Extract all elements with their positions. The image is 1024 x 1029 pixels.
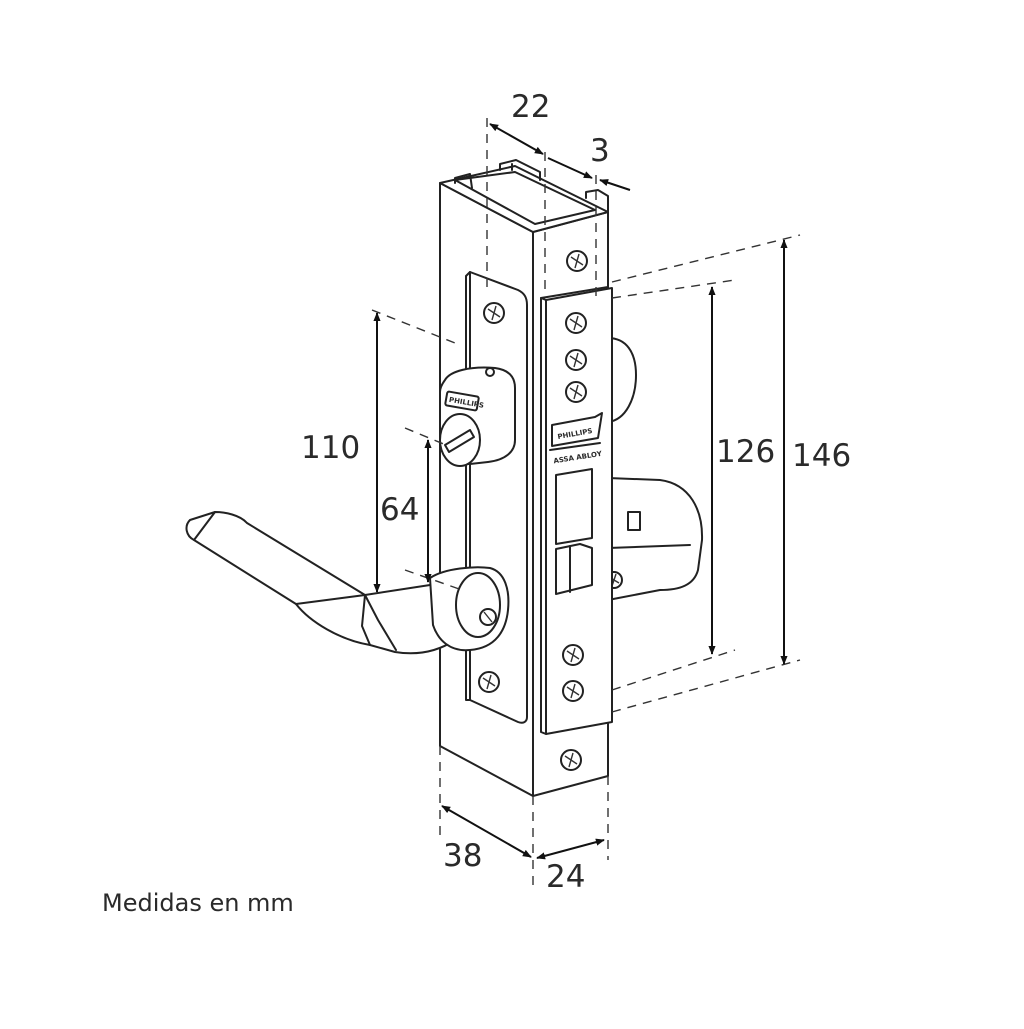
screw-icon xyxy=(566,250,588,272)
front-lever-handle xyxy=(185,511,510,655)
dimension-label-64: 64 xyxy=(380,492,419,528)
dimension-lines xyxy=(371,118,801,892)
screw-icon xyxy=(560,749,582,771)
dimension-label-146: 146 xyxy=(792,438,851,474)
screw-icon xyxy=(562,680,584,702)
dimension-label-3: 3 xyxy=(590,133,610,169)
dimension-label-110: 110 xyxy=(301,430,360,466)
screw-icon xyxy=(562,644,584,666)
dimension-label-24: 24 xyxy=(546,859,585,895)
units-caption: Medidas en mm xyxy=(102,889,294,917)
screw-icon xyxy=(483,302,505,324)
lock-cylinder: PHILLIPS xyxy=(439,366,516,467)
screw-icon xyxy=(565,312,587,334)
screw-icon xyxy=(565,381,587,403)
escutcheon-plate xyxy=(465,271,528,724)
dimension-label-22: 22 xyxy=(511,89,550,125)
screw-icon xyxy=(565,349,587,371)
dimension-label-126: 126 xyxy=(716,434,775,470)
screw-icon xyxy=(478,671,500,693)
mortise-face-plate: PHILLIPS ASSA ABLOY xyxy=(540,286,613,735)
back-handle xyxy=(605,337,704,601)
dimension-label-38: 38 xyxy=(443,838,482,874)
